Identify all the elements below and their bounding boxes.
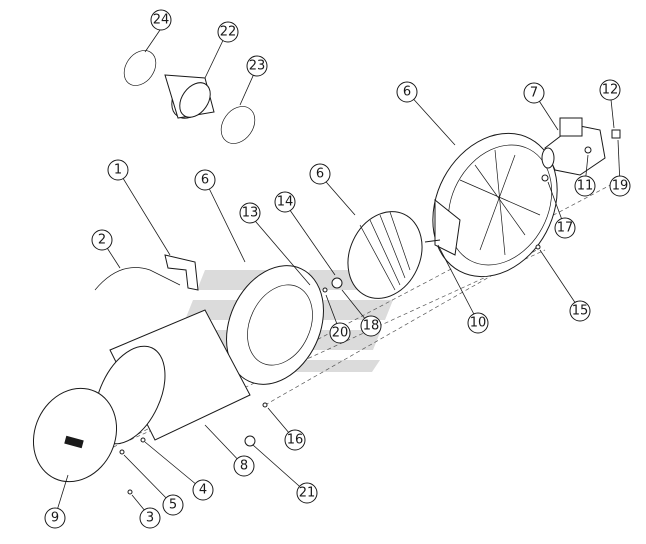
callout-23: 23 [246,55,268,77]
callout-17: 17 [554,217,576,239]
callout-6-front: 6 [194,169,216,191]
callout-label: 6 [316,167,324,182]
rear-housing-plate [432,132,558,278]
callout-22: 22 [217,21,239,43]
screw-16 [262,402,268,408]
callout-18: 18 [360,315,382,337]
front-housing-plate [226,265,324,385]
callout-9: 9 [44,507,66,529]
callout-label: 11 [577,179,594,194]
callout-label: 20 [332,326,349,341]
o-ring-24 [123,50,157,86]
callout-19: 19 [609,175,631,197]
motor-7 [541,117,606,176]
leader-lines [54,29,621,518]
callout-13: 13 [239,202,261,224]
callout-24: 24 [150,9,172,31]
callout-label: 3 [146,511,154,526]
callout-label: 18 [363,319,380,334]
bracket-1 [164,254,199,291]
callout-label: 24 [153,13,170,28]
callout-label: 13 [242,206,259,221]
callout-label: 6 [201,173,209,188]
screw-10 [424,239,441,243]
callout-label: 2 [98,233,106,248]
callout-6-rear: 6 [396,81,418,103]
callout-label: 8 [240,459,248,474]
callout-label: 4 [199,483,207,498]
cover-9 [32,387,118,483]
callout-15: 15 [569,300,591,322]
o-ring-23 [220,106,256,144]
callout-16: 16 [284,429,306,451]
callout-4: 4 [192,479,214,501]
callout-label: 14 [277,195,294,210]
callout-14: 14 [274,191,296,213]
screw-5 [119,449,125,455]
callout-12: 12 [599,79,621,101]
callout-label: 1 [114,163,122,178]
callout-21: 21 [296,482,318,504]
callout-label: 7 [530,86,538,101]
callout-label: 12 [602,83,619,98]
sleeve-22 [164,74,215,119]
washer-20 [322,287,328,293]
callout-5: 5 [162,494,184,516]
fastener-17 [541,174,549,182]
nut-21 [244,435,256,447]
screw-4 [140,437,146,443]
callout-8: 8 [233,455,255,477]
callout-label: 23 [249,59,266,74]
callout-label: 16 [287,433,304,448]
callout-label: 19 [612,179,629,194]
callout-label: 9 [51,511,59,526]
fastener-19 [611,129,621,139]
callout-label: 21 [299,486,316,501]
callout-10: 10 [467,312,489,334]
callout-7: 7 [523,82,545,104]
callout-label: 10 [470,316,487,331]
callout-label: 15 [572,304,589,319]
callout-1: 1 [107,159,129,181]
callout-label: 22 [220,25,237,40]
assembly-axis-line-3 [264,247,541,406]
callout-3: 3 [139,507,161,529]
hub-14 [331,277,343,289]
blower-wheel [347,211,423,299]
callout-20: 20 [329,322,351,344]
screw-15 [535,244,541,250]
callout-label: 5 [169,498,177,513]
callout-6-wheel: 6 [309,163,331,185]
screw-3 [127,489,133,495]
wire-2 [94,267,181,291]
fastener-11 [584,146,592,154]
callout-label: 17 [557,221,574,236]
callout-11: 11 [574,175,596,197]
callout-label: 6 [403,85,411,100]
assembly-axis-line-2 [129,249,546,441]
callout-2: 2 [91,229,113,251]
